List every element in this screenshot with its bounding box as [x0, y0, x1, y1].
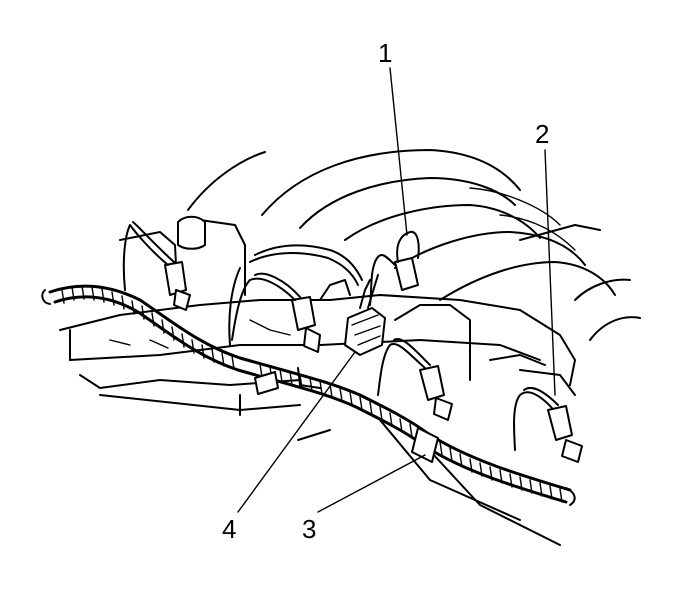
callout-label-3: 3 [302, 514, 316, 544]
intake-manifold [187, 149, 641, 341]
main-wiring-harness-conduit [41, 284, 576, 506]
callout-leaders [237, 67, 556, 513]
leader-line-4 [237, 351, 356, 513]
harness-connector [344, 274, 386, 356]
leader-line-2 [544, 149, 556, 396]
callout-label-4: 4 [222, 514, 236, 544]
leader-line-1 [389, 67, 408, 236]
injector-pigtails [122, 221, 559, 451]
leader-line-3 [317, 454, 426, 513]
fuel-injectors [164, 257, 583, 463]
callout-label-1: 1 [378, 38, 392, 68]
callout-label-2: 2 [535, 119, 549, 149]
